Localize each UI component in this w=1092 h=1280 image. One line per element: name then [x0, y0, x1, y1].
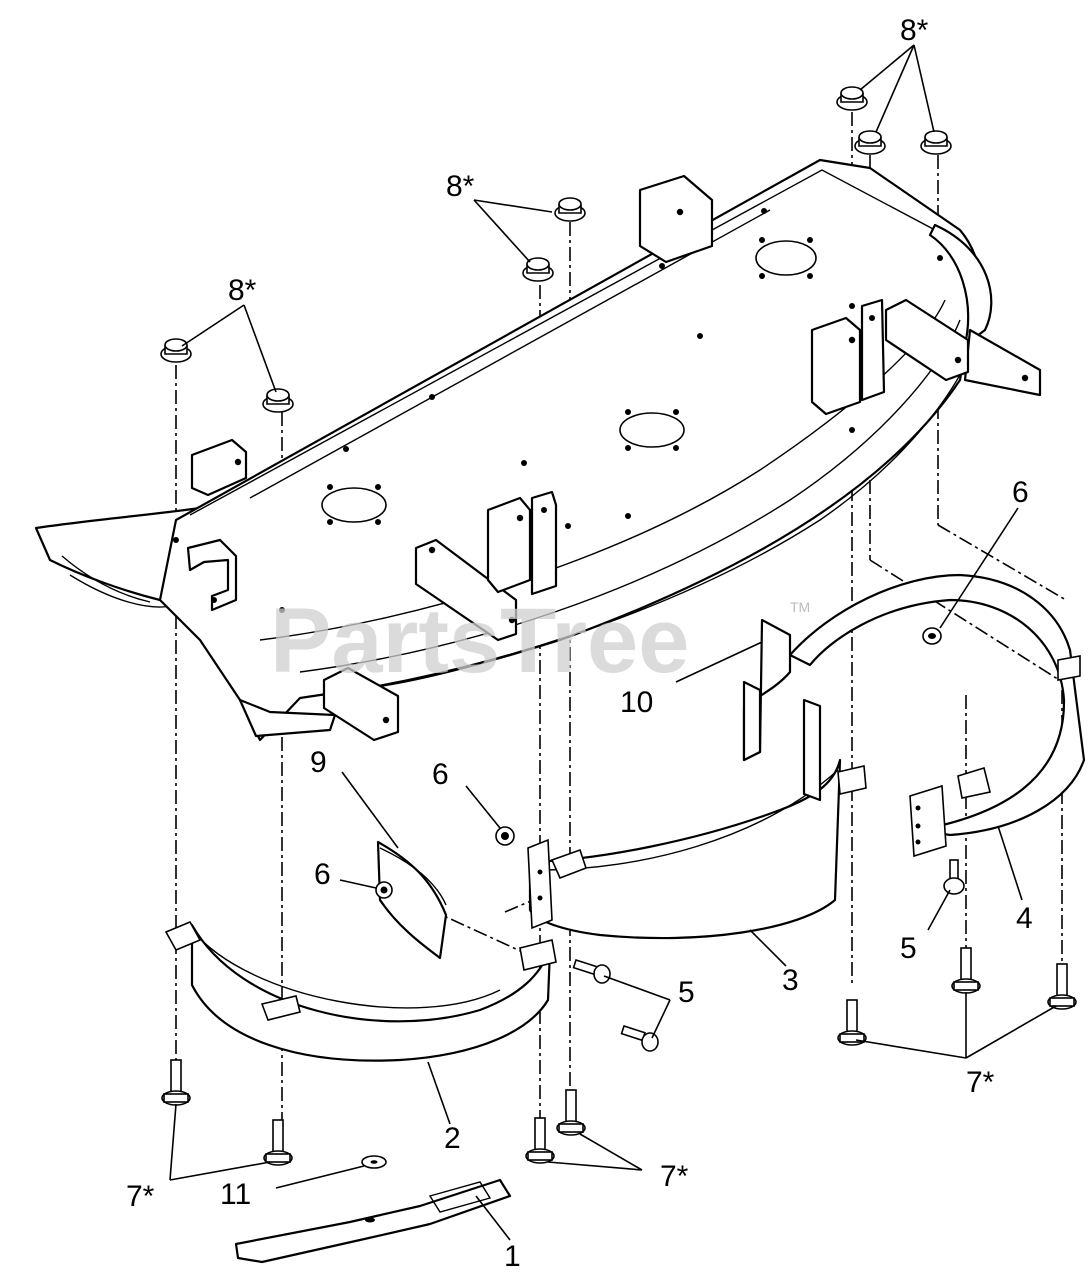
lock-nut	[495, 826, 515, 846]
callout-8-top-right: 8*	[900, 14, 929, 47]
callout-5-right: 5	[900, 932, 917, 965]
flange-nut	[920, 130, 952, 155]
callout-9: 9	[310, 746, 327, 779]
center-baffle-part-3	[527, 758, 867, 940]
flange-nut	[160, 338, 192, 363]
callout-8-center: 8*	[446, 170, 475, 203]
flange-nut	[554, 197, 586, 222]
callout-4: 4	[1016, 902, 1033, 935]
flange-nut	[522, 257, 554, 282]
hex-bolt	[951, 947, 981, 994]
watermark: PartsTree TM	[270, 590, 810, 692]
flange-nut	[836, 86, 868, 111]
carriage-bolt	[572, 958, 611, 984]
watermark-trademark: TM	[790, 599, 810, 615]
hex-bolt	[837, 999, 867, 1046]
hex-bolt	[525, 1117, 555, 1164]
callout-8-left: 8*	[228, 274, 257, 307]
carriage-bolt	[620, 1024, 659, 1052]
callout-labels: 8* 8* 8* 6 10 9 6 6 5 4 3 5 2 7* 7* 7* 1…	[126, 14, 1033, 1273]
mower-deck-housing	[34, 158, 1042, 742]
callout-2: 2	[444, 1122, 461, 1155]
left-baffle-part-2	[164, 920, 557, 1062]
lock-nut	[375, 881, 393, 899]
hex-bolt	[1047, 963, 1077, 1010]
flange-nut	[854, 130, 886, 155]
lock-nut	[922, 627, 942, 645]
callout-5-left: 5	[678, 976, 695, 1009]
right-baffle-part-4	[788, 573, 1086, 858]
carriage-bolt	[943, 859, 965, 895]
callout-3: 3	[782, 964, 799, 997]
carriage-bolts-part-5	[572, 859, 965, 1052]
callout-10: 10	[620, 686, 653, 719]
callout-1: 1	[504, 1240, 521, 1273]
blade-part-1	[234, 1178, 512, 1264]
callout-7-center: 7*	[660, 1160, 689, 1193]
hex-bolt	[556, 1089, 586, 1136]
deflector-plate-part-9	[376, 840, 448, 960]
flange-nuts-part-8	[160, 86, 952, 413]
callout-11: 11	[220, 1178, 251, 1211]
deflector-plate-part-10	[742, 618, 822, 802]
washer-part-11	[361, 1155, 387, 1169]
hex-bolts-part-7	[161, 947, 1077, 1166]
lock-nuts-part-6	[375, 627, 942, 899]
leader-lines	[169, 44, 1057, 1241]
callout-7-right: 7*	[966, 1066, 995, 1099]
callout-7-left: 7*	[126, 1180, 155, 1213]
callout-6-left: 6	[314, 858, 331, 891]
hex-bolt	[161, 1059, 191, 1106]
hex-bolt	[263, 1119, 293, 1166]
watermark-text: PartsTree	[270, 590, 689, 692]
flange-nut	[262, 388, 294, 413]
callout-6-mid: 6	[432, 758, 449, 791]
callout-6-top: 6	[1012, 476, 1029, 509]
